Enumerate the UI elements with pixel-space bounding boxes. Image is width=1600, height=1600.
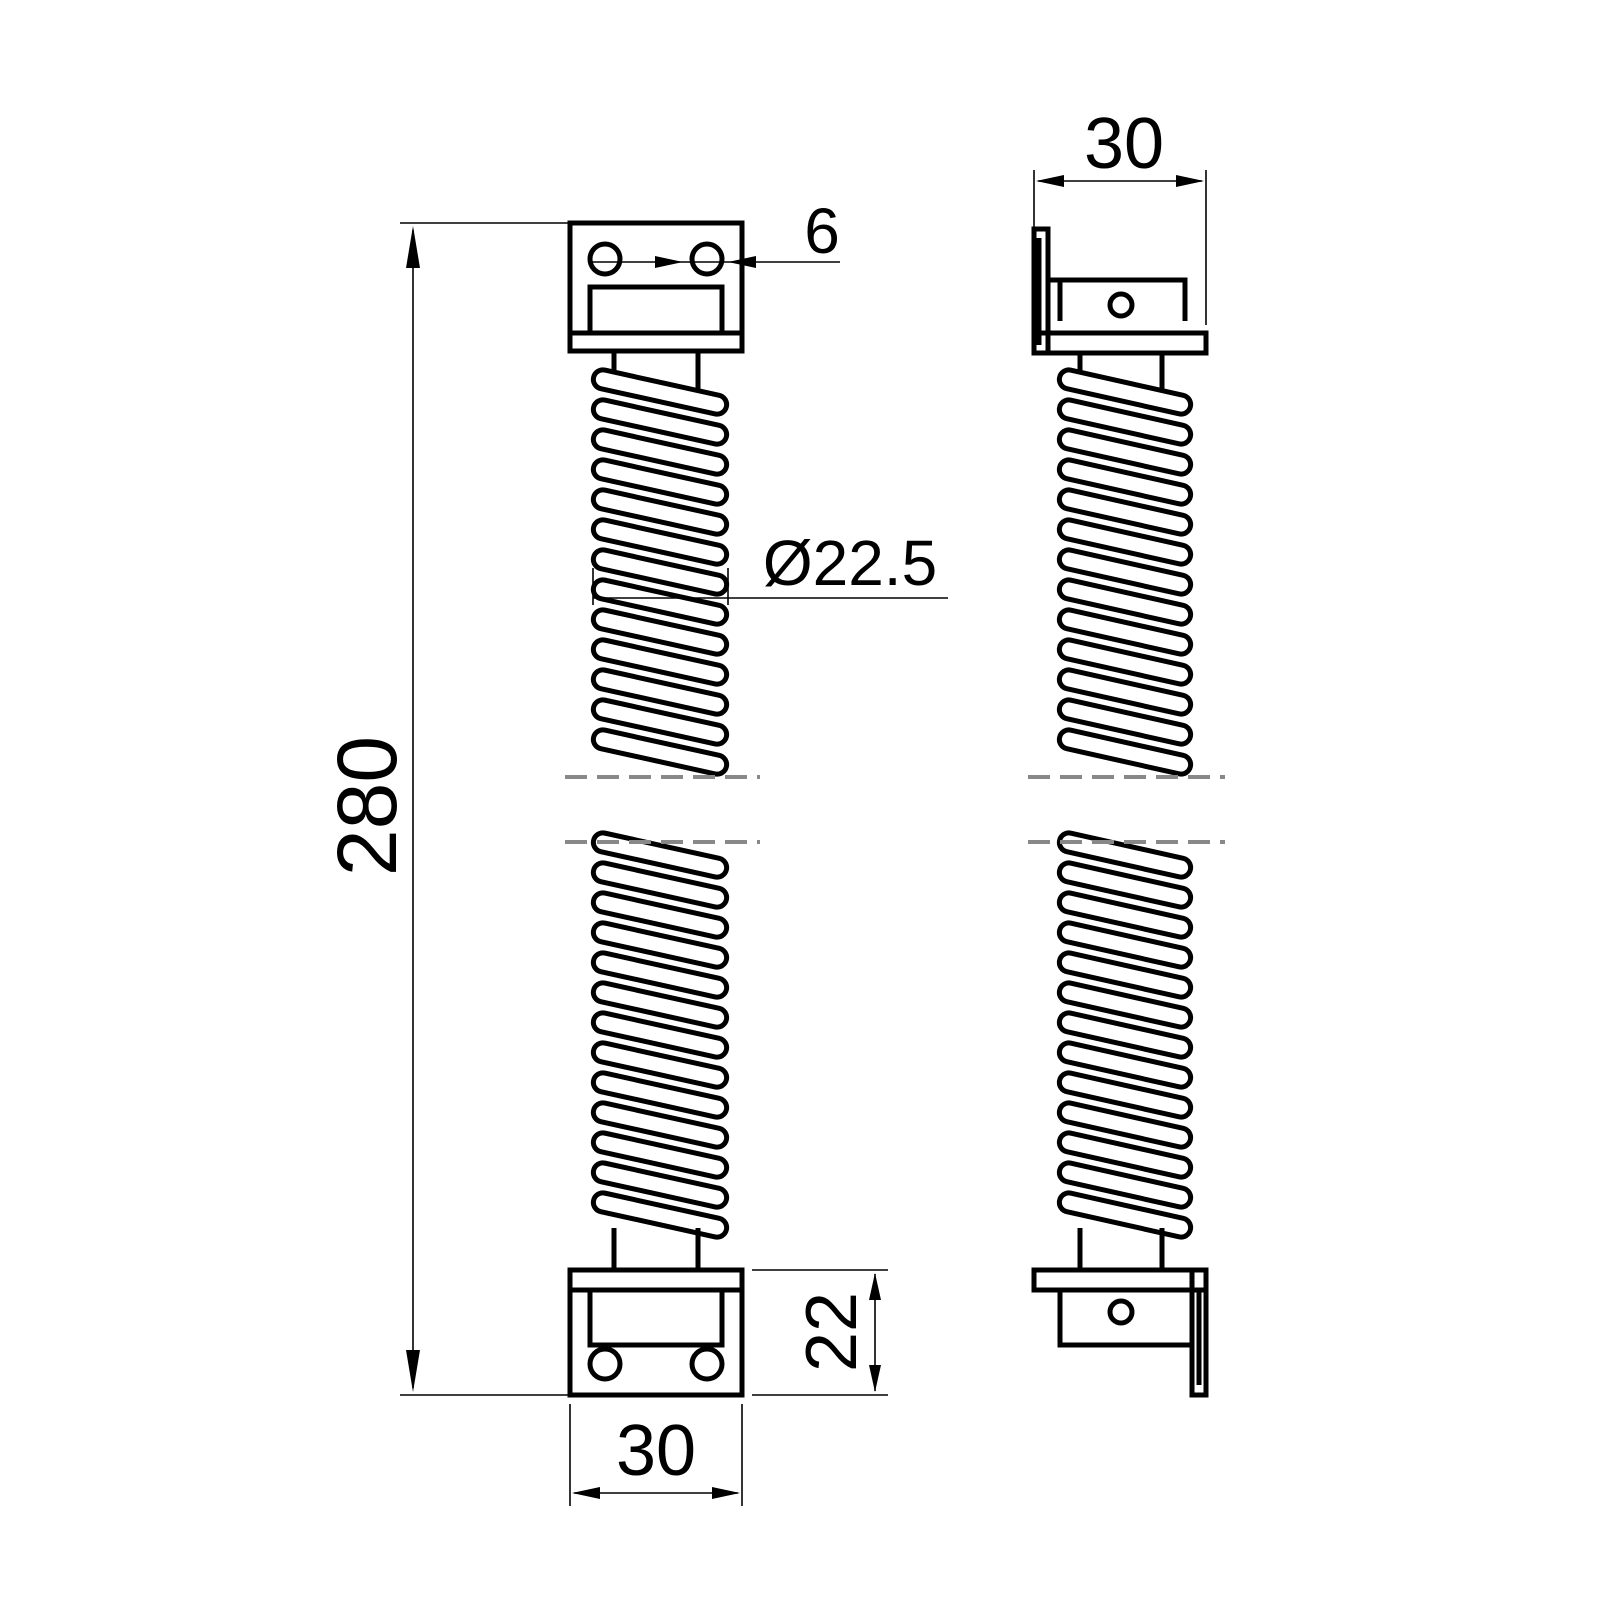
dimension-front-width: 30 xyxy=(569,1404,743,1506)
front-top-bracket xyxy=(567,220,745,354)
dimension-hole-spacing: 6 xyxy=(590,195,840,268)
spring-coil xyxy=(1056,1100,1194,1150)
spring-coil xyxy=(590,1190,730,1240)
spring-coil xyxy=(1056,457,1194,507)
spring-coil xyxy=(1056,697,1194,747)
spring-coil xyxy=(590,1160,730,1210)
spring-coil xyxy=(1056,517,1194,567)
spring-coil xyxy=(1056,1010,1194,1060)
spring-coil xyxy=(1056,1160,1194,1210)
spring-coil xyxy=(590,980,730,1030)
spring-coil xyxy=(590,637,730,687)
spring-coil xyxy=(590,397,730,447)
spring-coil xyxy=(590,1010,730,1060)
spring-coil xyxy=(1056,920,1194,970)
front-bottom-bracket xyxy=(567,1267,745,1398)
front-top-right-hole xyxy=(689,241,725,277)
spring-coil xyxy=(1056,667,1194,717)
front-bottom-right-hole xyxy=(689,1346,725,1382)
spring-coil xyxy=(590,697,730,747)
side-spring-lower xyxy=(1056,830,1194,1240)
front-spring-lower xyxy=(590,830,730,1240)
side-bottom-hole xyxy=(1107,1298,1135,1326)
spring-coil xyxy=(1056,637,1194,687)
spring-coil xyxy=(590,547,730,597)
spring-coil xyxy=(590,487,730,537)
spring-coil xyxy=(590,1070,730,1120)
spring-coil xyxy=(590,367,730,417)
front-view xyxy=(565,220,760,1398)
bracket-height-label: 22 xyxy=(792,1292,872,1372)
spring-coil xyxy=(1056,547,1194,597)
spring-coil xyxy=(1056,1130,1194,1180)
spring-diameter-label: Ø22.5 xyxy=(763,527,937,599)
spring-coil xyxy=(1056,367,1194,417)
spring-coil xyxy=(590,890,730,940)
side-top-hole xyxy=(1107,291,1135,319)
spring-coil xyxy=(1056,607,1194,657)
spring-coil xyxy=(590,950,730,1000)
spring-coil xyxy=(1056,1070,1194,1120)
front-bottom-left-hole xyxy=(587,1346,623,1382)
overall-height-label: 280 xyxy=(320,736,414,876)
front-top-left-hole xyxy=(587,241,623,277)
spring-coil xyxy=(590,457,730,507)
spring-coil xyxy=(590,920,730,970)
spring-coil xyxy=(590,860,730,910)
spring-coil xyxy=(590,1040,730,1090)
dimension-bracket-height: 22 xyxy=(752,1269,888,1396)
spring-coil xyxy=(1056,950,1194,1000)
spring-coil xyxy=(590,1130,730,1180)
spring-coil xyxy=(1056,397,1194,447)
spring-coil xyxy=(1056,487,1194,537)
spring-coil xyxy=(590,427,730,477)
spring-coil xyxy=(590,607,730,657)
spring-coil xyxy=(590,517,730,567)
side-spring-upper xyxy=(1056,367,1194,777)
dimension-spring-diameter: Ø22.5 xyxy=(592,527,948,605)
front-width-label: 30 xyxy=(616,1411,696,1491)
side-bottom-bracket xyxy=(1031,1267,1209,1398)
spring-coil xyxy=(1056,727,1194,777)
spring-coil xyxy=(590,667,730,717)
spring-coil xyxy=(590,830,730,880)
front-spring-upper xyxy=(590,367,730,777)
spring-coil xyxy=(1056,860,1194,910)
spring-coil xyxy=(590,1100,730,1150)
spring-coil xyxy=(1056,427,1194,477)
spring-coil xyxy=(1056,980,1194,1030)
dimension-overall-height: 280 xyxy=(320,222,568,1396)
spring-coil xyxy=(1056,890,1194,940)
spring-coil xyxy=(1056,1190,1194,1240)
hole-spacing-label: 6 xyxy=(804,195,840,267)
side-width-label: 30 xyxy=(1084,104,1164,184)
spring-coil xyxy=(1056,577,1194,627)
dimension-side-width: 30 xyxy=(1033,104,1207,325)
side-top-bracket xyxy=(1031,226,1209,356)
side-view xyxy=(1028,226,1225,1398)
spring-coil xyxy=(590,727,730,777)
spring-coil xyxy=(1056,1040,1194,1090)
